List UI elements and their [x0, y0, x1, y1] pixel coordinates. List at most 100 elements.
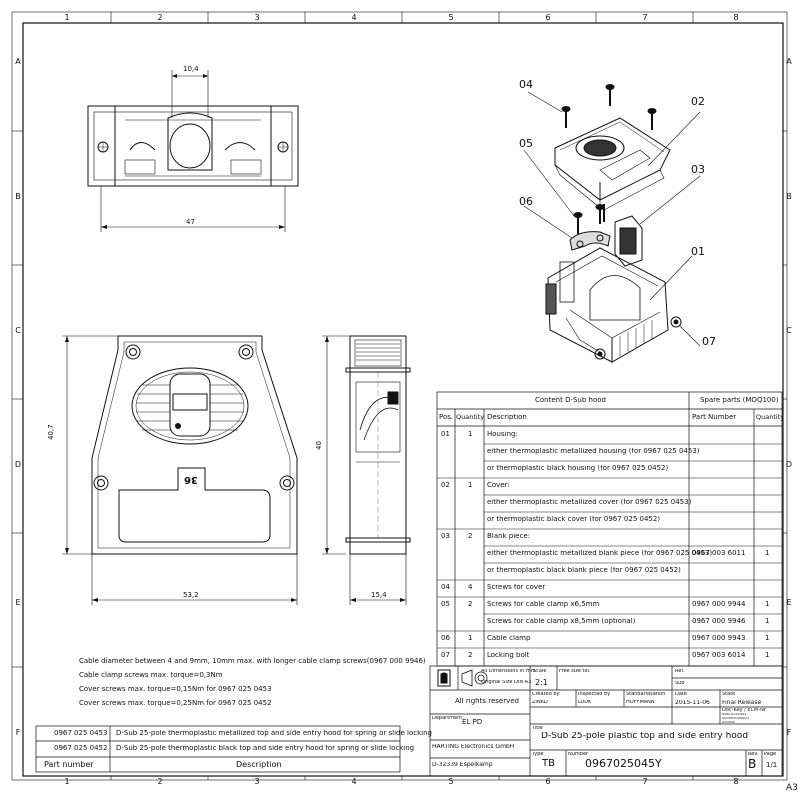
callout-01: 01 [691, 245, 705, 258]
doc-key-value: 000000 [722, 721, 736, 724]
department-label: Department [432, 716, 463, 721]
variant-part-number: 0967 025 0452 [54, 745, 108, 752]
cell-desc: Screws for cable clamp x6,5mm [487, 601, 600, 608]
harting-logo [437, 669, 451, 687]
col-number: 6 [545, 13, 551, 22]
date-label: Date [675, 692, 687, 697]
cell-desc: Blank piece: [487, 533, 530, 540]
dim-top-width: 10,4 [183, 65, 199, 73]
row-letter: F [15, 728, 21, 737]
cell-desc: Screws for cover [487, 584, 546, 591]
dim-top-length: 47 [186, 218, 195, 226]
cell-desc: Cover: [487, 482, 510, 489]
row-letter: C [15, 326, 21, 335]
created-by: ZINKD [532, 700, 548, 705]
cell-qty: 1 [468, 635, 473, 642]
col-number: 3 [254, 13, 260, 22]
cell-part: 0967 003 6011 [692, 550, 746, 557]
row-letter: B [15, 192, 21, 201]
col-number: 2 [157, 13, 163, 22]
dim-side-width: 15,4 [371, 591, 387, 599]
dim-front-height: 40,7 [47, 424, 55, 440]
dim-front-width: 53,2 [183, 591, 199, 599]
scale-value: 2:1 [535, 679, 548, 687]
address: D-32339 Espelkamp [432, 762, 493, 768]
cell-qty: 1 [468, 431, 473, 438]
exploded-view [523, 84, 701, 363]
standardisation-label: Standardisation [626, 692, 666, 697]
cell-sq: 1 [765, 601, 770, 608]
rev-label: Rev. [748, 752, 759, 757]
ref-label: Ref. [675, 669, 685, 674]
header-part: Part Number [692, 414, 737, 421]
col-number: 8 [733, 13, 739, 22]
cell-desc: Cable clamp [487, 635, 531, 642]
side-view [322, 335, 411, 605]
parts-table-title: Content D-Sub hood [535, 397, 606, 404]
rev-value: B [748, 758, 757, 770]
cell-desc: or thermoplastic black blank piece (for … [487, 567, 681, 574]
state-label: State [722, 692, 736, 697]
cover-screws [561, 84, 657, 224]
row-letter: D [785, 460, 793, 469]
variant-description: D-Sub 25-pole thermoplastic black top an… [116, 745, 415, 752]
row-letter: A [786, 57, 792, 66]
cell-qty: 2 [468, 601, 473, 608]
inspected-by-label: Inspected by [578, 692, 611, 697]
cell-desc: either thermoplastic metallized cover (f… [487, 499, 692, 506]
row-letter: D [14, 460, 22, 469]
header-pos: Pos. [439, 414, 454, 421]
cell-part: 0967 000 9946 [692, 618, 746, 625]
drawing-title: D-Sub 25-pole plastic top and side entry… [541, 732, 749, 741]
col-number: 4 [351, 13, 357, 22]
parts-table-lines [436, 391, 783, 667]
col-number: 1 [64, 13, 70, 22]
outer-frame [11, 11, 788, 781]
company: HARTING Electronics GmbH [432, 744, 515, 750]
callout-02: 02 [691, 95, 705, 108]
cell-part: 0967 003 6014 [692, 652, 746, 659]
page-label: Page [764, 752, 777, 757]
cell-sq: 1 [765, 618, 770, 625]
note-line: Cable diameter between 4 and 9mm, 10mm m… [79, 657, 426, 665]
cell-sq: 1 [765, 652, 770, 659]
cell-desc: either thermoplastic metallized housing … [487, 448, 700, 455]
dims-note-2: Original Size DIN A3 [481, 680, 532, 685]
col-number: 2 [157, 777, 163, 786]
callout-04: 04 [519, 78, 533, 91]
cell-qty: 2 [468, 652, 473, 659]
dim-side-height: 40 [315, 441, 323, 450]
front-marking: 36 [184, 474, 198, 485]
row-letter: F [786, 728, 792, 737]
sheet-size-label: A3 [786, 783, 798, 793]
cell-qty: 1 [468, 482, 473, 489]
header-desc: Description [487, 414, 527, 421]
rights: All rights reserved [455, 698, 519, 705]
title-block-lines [429, 665, 783, 777]
callout-06: 06 [519, 195, 533, 208]
note-line: Cable clamp screws max. torque=0,3Nm [79, 671, 223, 679]
variant-description: D-Sub 25-pole thermoplastic metallized t… [116, 730, 432, 737]
cell-qty: 2 [468, 533, 473, 540]
variant-header-part: Part number [44, 761, 94, 769]
doc-key-value: 000000000000 [722, 717, 749, 720]
col-number: 7 [642, 13, 648, 22]
variant-header-desc: Description [236, 761, 282, 769]
callout-05: 05 [519, 137, 533, 150]
projection-symbol [461, 669, 488, 687]
cell-pos: 06 [441, 635, 450, 642]
spare-parts-title: Spare parts (MOQ100) [700, 397, 779, 404]
ruler-ticks [12, 12, 787, 780]
cell-pos: 03 [441, 533, 450, 540]
sub-label: Sub [675, 681, 685, 686]
inner-frame [22, 22, 784, 777]
cell-part: 0967 000 9943 [692, 635, 746, 642]
department: EL PD [462, 719, 483, 726]
number-label: Number [568, 752, 589, 757]
cell-pos: 07 [441, 652, 450, 659]
created-by-label: Created by [532, 692, 560, 697]
cell-desc: or thermoplastic black cover (for 0967 0… [487, 516, 661, 523]
front-view [62, 335, 298, 605]
cell-qty: 4 [468, 584, 473, 591]
callout-03: 03 [691, 163, 705, 176]
